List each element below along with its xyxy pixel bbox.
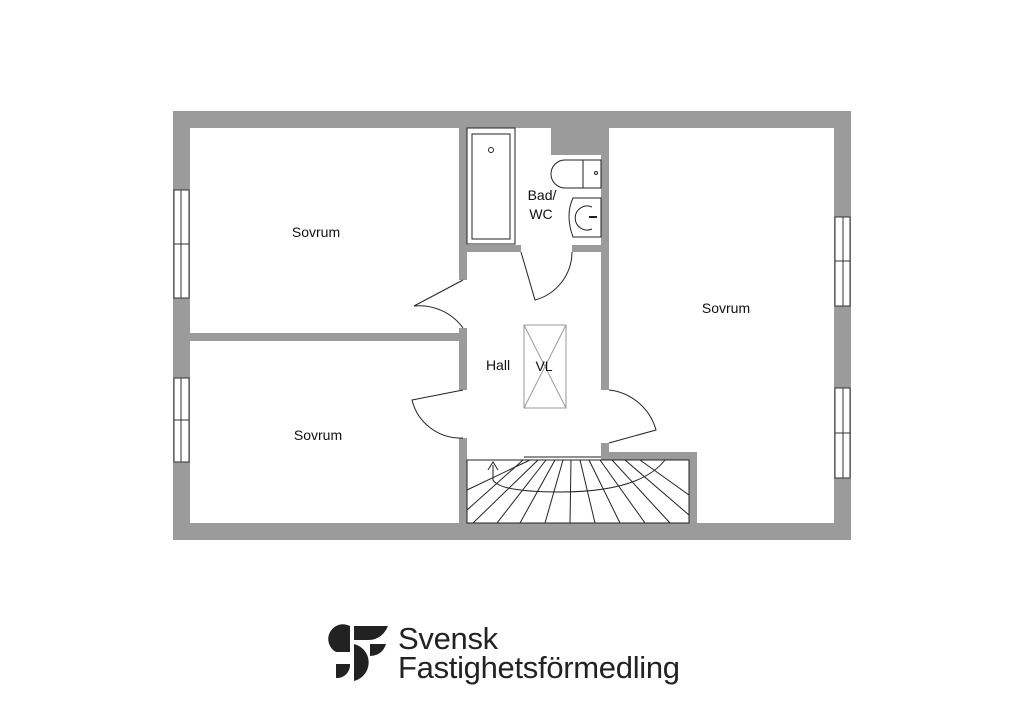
door-bedroom-top-left <box>413 279 464 329</box>
brand-name-line1: Svensk <box>398 621 498 656</box>
toilet <box>550 159 602 189</box>
doors <box>411 251 657 444</box>
vl-shaft <box>523 324 567 409</box>
walls <box>173 111 851 540</box>
staircase <box>466 456 690 524</box>
room-label-bathroom-1: Bad/ <box>528 187 557 203</box>
stair-tread <box>466 459 524 511</box>
door-bathroom <box>520 251 573 301</box>
brand-name-line2: Fastighetsförmedling <box>398 650 680 685</box>
bathtub <box>466 127 516 245</box>
brand-logo-icon <box>328 624 388 681</box>
stair-tread <box>544 459 564 524</box>
stair-tread <box>519 459 556 524</box>
stair-tread <box>579 459 596 524</box>
sink <box>568 197 602 238</box>
room-label-bedroom-top-left: Sovrum <box>292 224 340 240</box>
stair-tread <box>624 459 690 516</box>
labels: Sovrum Sovrum Sovrum Bad/ WC Hall VL <box>292 187 750 443</box>
windows <box>173 189 851 479</box>
stair-tread <box>569 459 572 524</box>
stair-tread <box>611 459 671 524</box>
stair-tread <box>496 459 547 524</box>
room-label-bathroom-2: WC <box>529 206 552 222</box>
stair-tread <box>639 459 690 496</box>
room-label-bedroom-right: Sovrum <box>702 300 750 316</box>
stair-tread <box>472 459 539 524</box>
room-label-vl: VL <box>535 358 552 374</box>
room-label-bedroom-bottom-left: Sovrum <box>294 427 342 443</box>
room-label-hall: Hall <box>486 357 510 373</box>
door-bedroom-right <box>608 389 657 444</box>
door-bedroom-bottom-left <box>411 389 464 439</box>
stair-tread <box>599 459 646 524</box>
stair-tread <box>466 459 531 491</box>
stair-tread <box>588 459 621 524</box>
